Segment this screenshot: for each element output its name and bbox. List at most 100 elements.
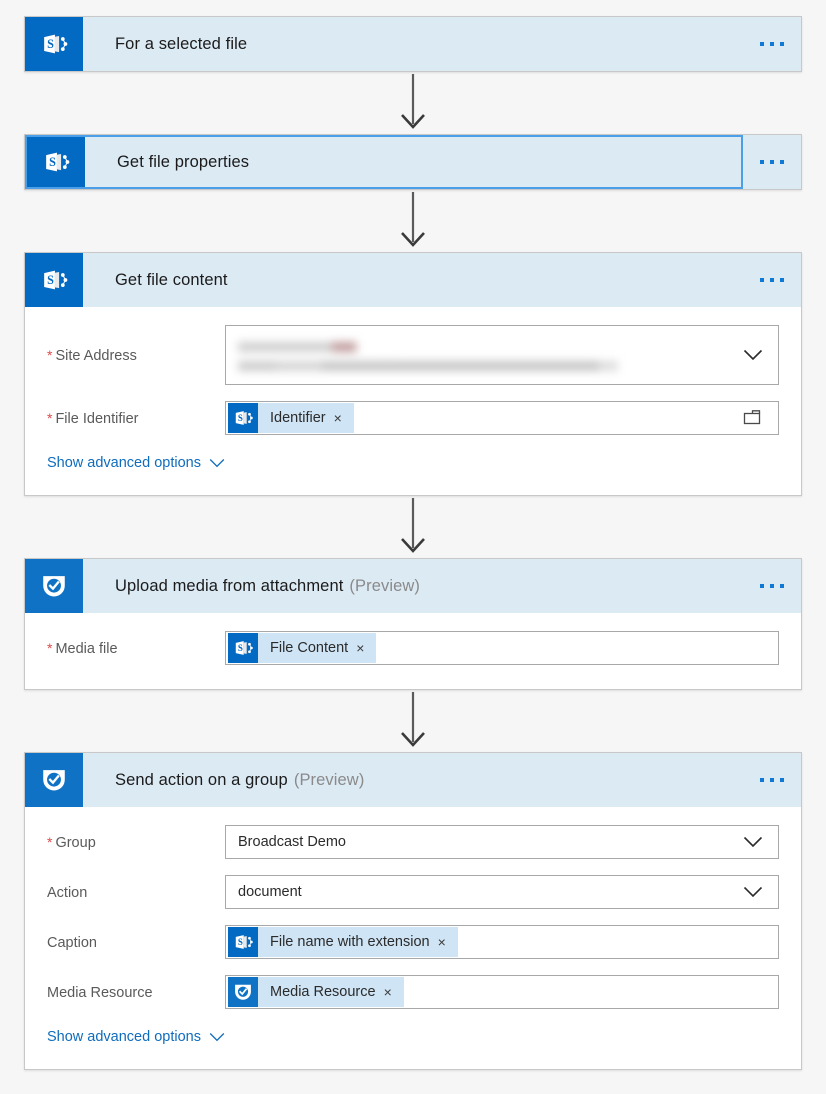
token-chip[interactable]: S File Content ×	[228, 633, 377, 663]
svg-text:S: S	[238, 643, 243, 653]
step-title: Get file content	[115, 270, 228, 289]
field-input-caption[interactable]: S File name with extension ×	[225, 925, 779, 959]
more-options-icon	[770, 584, 774, 588]
flow-connector-arrow-icon	[401, 498, 425, 553]
flow-connector-arrow-icon	[401, 74, 425, 129]
more-options-icon	[780, 584, 784, 588]
chevron-down-icon	[209, 458, 225, 467]
site-address-dropdown-toggle[interactable]	[736, 326, 770, 384]
step-header[interactable]: S For a selected file	[25, 17, 801, 71]
file-picker-button[interactable]	[736, 409, 770, 427]
dropdown-toggle[interactable]	[736, 886, 770, 899]
step-header[interactable]: Send action on a group (Preview)	[25, 753, 801, 807]
token-chip-remove-icon[interactable]: ×	[437, 934, 446, 950]
more-options-icon	[770, 160, 774, 164]
flow-step-for-a-selected-file: S For a selected file	[24, 16, 802, 72]
show-advanced-options-label: Show advanced options	[47, 1029, 201, 1045]
more-options-icon	[770, 42, 774, 46]
field-label: Site Address	[55, 347, 137, 364]
sharepoint-icon: S	[228, 633, 258, 663]
svg-text:S: S	[238, 937, 243, 947]
token-chip-label: File Content	[270, 640, 349, 656]
preview-badge: (Preview)	[293, 770, 365, 789]
field-label: Action	[47, 884, 88, 901]
field-input-group[interactable]: Broadcast Demo	[225, 825, 779, 859]
field-label: Group	[55, 834, 96, 851]
form-row-action: Action document	[47, 875, 779, 909]
step-title-wrap: Upload media from attachment (Preview)	[83, 559, 743, 613]
field-input-media-file[interactable]: S File Content ×	[225, 631, 779, 665]
kaizala-shield-check-icon	[235, 984, 251, 1000]
field-input-site-address[interactable]	[225, 325, 779, 385]
token-chip[interactable]: S File name with extension ×	[228, 927, 458, 957]
token-chip-label: File name with extension	[270, 934, 430, 950]
flow-connector	[24, 690, 802, 752]
more-options-icon	[780, 160, 784, 164]
token-chip-remove-icon[interactable]: ×	[333, 410, 342, 426]
sharepoint-icon: S	[228, 403, 258, 433]
site-address-value-redacted	[226, 326, 736, 384]
field-input-media-resource[interactable]: Media Resource ×	[225, 975, 779, 1009]
preview-badge: (Preview)	[349, 576, 420, 595]
more-options-button-for-a-selected-file[interactable]	[743, 17, 801, 71]
more-options-button-upload-media-from-attachment[interactable]	[743, 559, 801, 613]
sharepoint-icon: S	[228, 927, 258, 957]
chevron-down-icon	[209, 1032, 225, 1041]
kaizala-shield-check-icon	[43, 770, 65, 791]
kaizala-shield-check-icon	[25, 753, 83, 807]
flow-step-upload-media-from-attachment: Upload media from attachment (Preview) *…	[24, 558, 802, 690]
more-options-button-get-file-content[interactable]	[743, 253, 801, 307]
step-body: * Group Broadcast Demo Action document C…	[25, 807, 801, 1069]
token-chip[interactable]: Media Resource ×	[228, 977, 404, 1007]
field-label-wrap: Action	[47, 884, 225, 901]
more-options-button-get-file-properties[interactable]	[743, 135, 801, 189]
field-label-wrap: Caption	[47, 934, 225, 951]
required-asterisk: *	[47, 833, 53, 850]
field-label-wrap: * File Identifier	[47, 410, 225, 427]
flow-connector	[24, 72, 802, 134]
field-label-wrap: * Media file	[47, 640, 225, 657]
field-input-file-identifier[interactable]: S Identifier ×	[225, 401, 779, 435]
form-row-caption: Caption S File name with extension ×	[47, 925, 779, 959]
show-advanced-options-link[interactable]: Show advanced options	[47, 451, 225, 487]
more-options-button-send-action-on-a-group[interactable]	[743, 753, 801, 807]
flow-connector	[24, 190, 802, 252]
sharepoint-icon: S	[235, 935, 253, 949]
flow-step-get-file-content: S Get file content * Site Address * File…	[24, 252, 802, 496]
token-chip-remove-icon[interactable]: ×	[383, 984, 392, 1000]
token-chip[interactable]: S Identifier ×	[228, 403, 354, 433]
step-title: Get file properties	[117, 152, 250, 171]
token-chip-label: Identifier	[270, 410, 326, 426]
step-title-wrap: Get file properties	[85, 137, 741, 187]
required-asterisk: *	[47, 639, 53, 656]
dropdown-toggle[interactable]	[736, 836, 770, 849]
field-input-action[interactable]: document	[225, 875, 779, 909]
token-chip-label: Media Resource	[270, 984, 376, 1000]
step-header[interactable]: S Get file content	[25, 253, 801, 307]
step-header[interactable]: S Get file properties	[24, 134, 802, 190]
folder-picker-icon	[743, 410, 761, 425]
field-value[interactable]: document	[238, 884, 302, 900]
more-options-icon	[780, 42, 784, 46]
show-advanced-options-link[interactable]: Show advanced options	[47, 1025, 225, 1061]
sharepoint-icon: S	[25, 17, 83, 71]
sharepoint-icon: S	[27, 137, 85, 187]
step-body: * Media file S File Content ×	[25, 613, 801, 689]
token-chip-remove-icon[interactable]: ×	[356, 640, 365, 656]
flow-connector-arrow-icon	[401, 692, 425, 747]
more-options-icon	[760, 160, 764, 164]
sharepoint-icon: S	[44, 270, 68, 290]
field-label: File Identifier	[55, 410, 139, 427]
step-header-focus-region[interactable]: S Get file properties	[25, 135, 743, 189]
kaizala-shield-check-icon	[25, 559, 83, 613]
step-title-wrap: For a selected file	[83, 17, 743, 71]
flow-connector	[24, 496, 802, 558]
flow-connector-arrow-icon	[401, 192, 425, 247]
required-asterisk: *	[47, 409, 53, 426]
more-options-icon	[770, 778, 774, 782]
field-value[interactable]: Broadcast Demo	[238, 834, 346, 850]
form-row-media-file: * Media file S File Content ×	[47, 631, 779, 665]
step-header[interactable]: Upload media from attachment (Preview)	[25, 559, 801, 613]
form-row-media-resource: Media Resource Media Resource ×	[47, 975, 779, 1009]
